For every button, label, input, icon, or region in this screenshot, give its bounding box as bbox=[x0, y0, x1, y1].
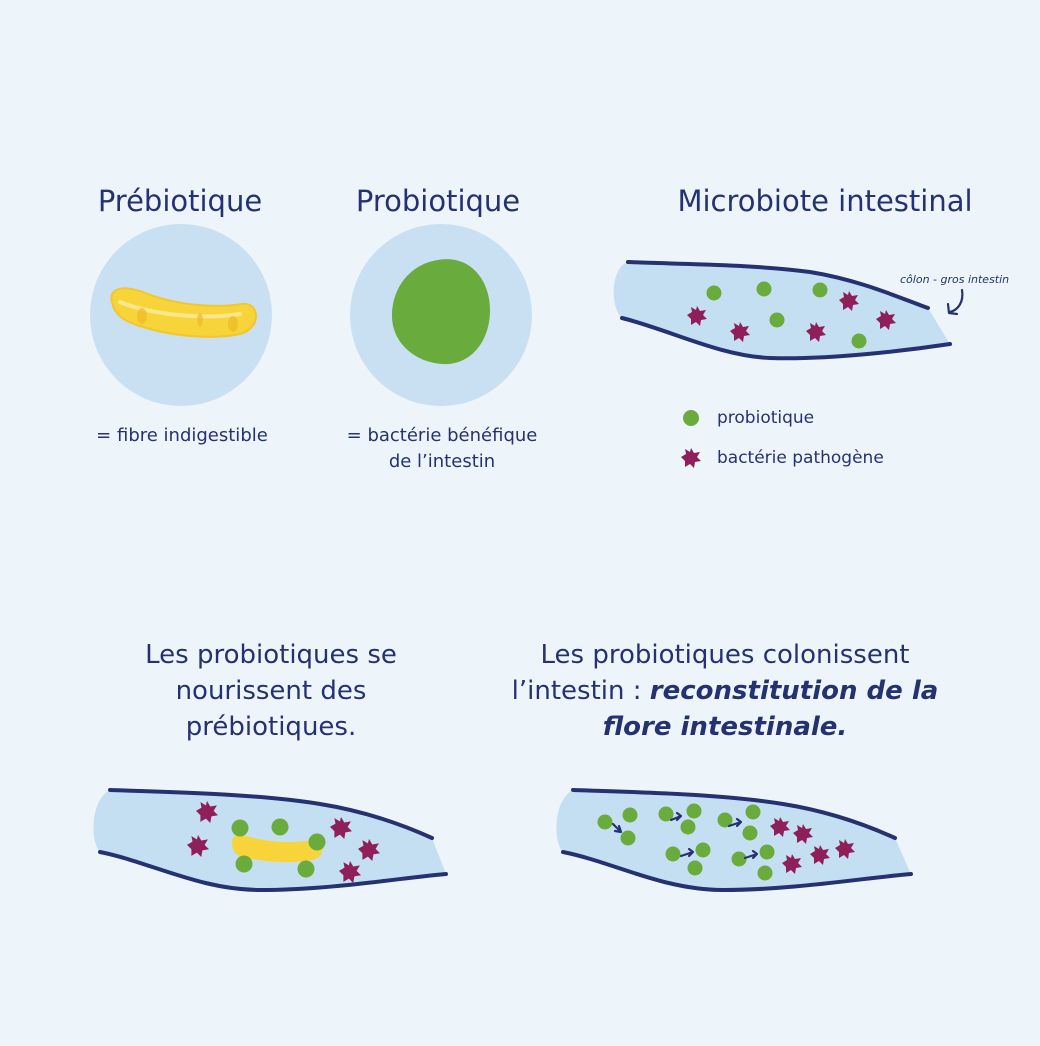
heading-line: nourissent des bbox=[175, 676, 367, 706]
pathogen-star bbox=[806, 322, 826, 342]
pathogen-star bbox=[835, 839, 855, 859]
probiotic-dot bbox=[308, 833, 326, 851]
pathogen-star bbox=[810, 845, 830, 865]
legend-item-pathogen: bactérie pathogène bbox=[680, 444, 940, 472]
legend-label: probiotique bbox=[717, 408, 815, 428]
probiotic-dot bbox=[686, 803, 702, 819]
green-dot-icon bbox=[683, 410, 699, 426]
colon-arrow-icon bbox=[946, 288, 964, 316]
pathogen-star bbox=[876, 310, 896, 330]
replication-arrow-icon bbox=[611, 822, 623, 834]
replication-arrow-icon bbox=[679, 847, 695, 858]
probiotic-dot bbox=[851, 333, 867, 349]
probiotic-dot bbox=[235, 855, 253, 873]
probiotic-dot bbox=[297, 860, 315, 878]
probiotic-bacterium-icon bbox=[392, 259, 490, 365]
colon-label: côlon - gros intestin bbox=[900, 273, 1010, 286]
intestine-diagram-top bbox=[613, 260, 952, 361]
replication-arrow-icon bbox=[669, 811, 683, 822]
heading-line: l’intestin : reconstitution de la bbox=[480, 673, 970, 709]
probiotic-illustration bbox=[350, 224, 532, 406]
pathogen-star bbox=[187, 835, 209, 857]
heading-line: Les probiotiques colonissent bbox=[540, 640, 910, 670]
probiotic-dot bbox=[231, 819, 249, 837]
pathogen-star bbox=[196, 801, 218, 823]
probiotic-caption: = bactérie bénéfique de l’intestin bbox=[320, 423, 564, 475]
purple-star-icon bbox=[681, 448, 701, 468]
heading-line: prébiotiques. bbox=[185, 712, 357, 742]
pathogen-star bbox=[782, 854, 802, 874]
probiotic-title: Probiotique bbox=[355, 184, 521, 218]
intestine-diagram-colonizing bbox=[556, 788, 913, 893]
probiotic-dot bbox=[745, 804, 761, 820]
probiotic-dot bbox=[742, 825, 758, 841]
pathogen-star bbox=[330, 817, 352, 839]
probiotic-dot bbox=[731, 851, 747, 867]
heading-emphasis: reconstitution de la bbox=[649, 676, 939, 706]
probiotic-dot bbox=[687, 860, 703, 876]
prebiotic-caption: = fibre indigestible bbox=[96, 425, 268, 446]
prebiotic-title: Prébiotique bbox=[97, 184, 263, 218]
probiotic-caption-line2: de l’intestin bbox=[388, 451, 496, 472]
probiotic-dot bbox=[769, 312, 785, 328]
probiotic-dot bbox=[597, 814, 613, 830]
probiotic-dot bbox=[717, 812, 733, 828]
pathogen-star bbox=[793, 824, 813, 844]
probiotic-dot bbox=[271, 818, 289, 836]
probiotic-dot bbox=[812, 282, 828, 298]
microbiota-title: Microbiote intestinal bbox=[677, 184, 973, 218]
probiotic-dot bbox=[680, 819, 696, 835]
probiotic-dot bbox=[706, 285, 722, 301]
heading-emphasis: flore intestinale. bbox=[602, 712, 848, 742]
pathogen-star bbox=[358, 839, 380, 861]
prebiotic-illustration bbox=[90, 224, 272, 406]
legend: probiotique bactérie pathogène bbox=[680, 404, 940, 472]
fiber-icon bbox=[232, 835, 323, 863]
bottom-left-heading: Les probiotiques se nourissent des prébi… bbox=[90, 637, 452, 745]
legend-label: bactérie pathogène bbox=[717, 448, 884, 468]
pathogen-star bbox=[770, 817, 790, 837]
replication-arrow-icon bbox=[743, 849, 759, 860]
probiotic-dot bbox=[695, 842, 711, 858]
probiotic-dot bbox=[622, 807, 638, 823]
pathogen-star bbox=[339, 861, 361, 883]
legend-item-probiotic: probiotique bbox=[680, 404, 940, 432]
heading-line: Les probiotiques se bbox=[145, 640, 397, 670]
heading-plain: l’intestin : bbox=[511, 676, 650, 706]
bottom-right-heading: Les probiotiques colonissent l’intestin … bbox=[480, 637, 970, 745]
probiotic-dot bbox=[620, 830, 636, 846]
probiotic-dot bbox=[665, 846, 681, 862]
pathogen-star bbox=[839, 291, 859, 311]
probiotic-dot bbox=[756, 281, 772, 297]
probiotic-dot bbox=[658, 806, 674, 822]
probiotic-dot bbox=[757, 865, 773, 881]
replication-arrow-icon bbox=[727, 817, 743, 828]
probiotic-caption-line1: = bactérie bénéfique bbox=[346, 425, 538, 446]
probiotic-dot bbox=[759, 844, 775, 860]
pathogen-star bbox=[687, 306, 707, 326]
pathogen-star bbox=[730, 322, 750, 342]
intestine-diagram-feeding bbox=[93, 788, 448, 893]
fiber-icon bbox=[110, 287, 257, 338]
